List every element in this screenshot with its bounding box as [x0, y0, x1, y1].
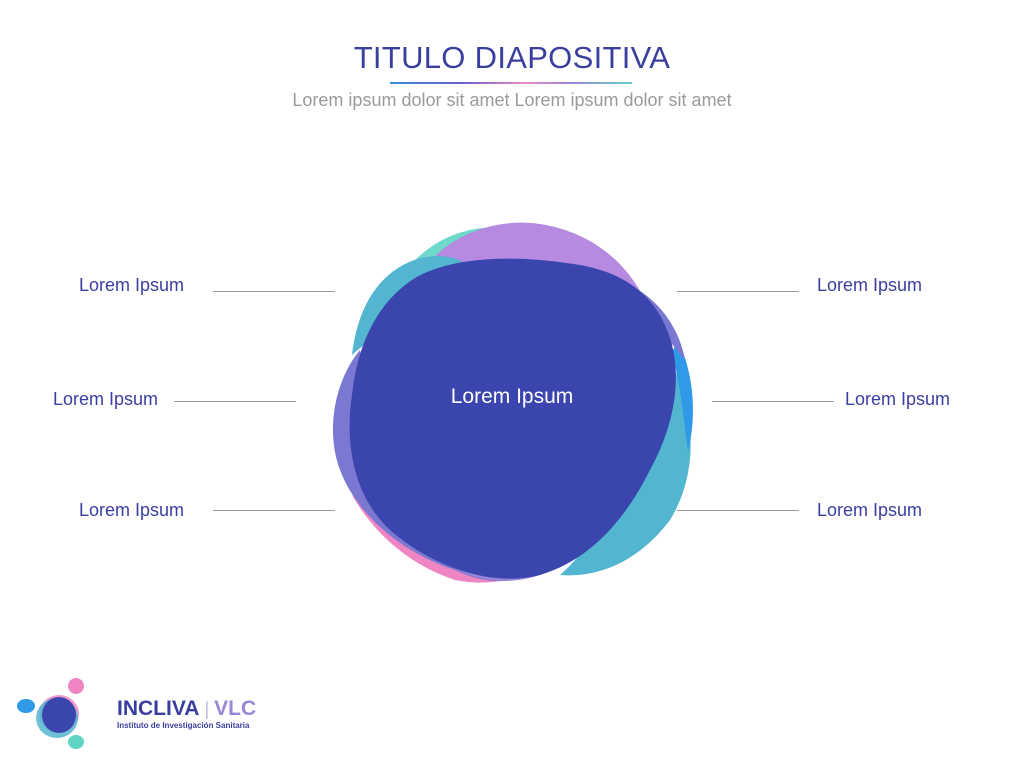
left-leader-1 — [213, 291, 335, 292]
center-label: Lorem Ipsum — [450, 385, 574, 408]
blob-teal — [352, 256, 691, 576]
logo-brand: INCLIVA — [117, 697, 200, 720]
left-label-3: Lorem Ipsum — [79, 500, 185, 520]
right-label-2: Lorem Ipsum — [845, 389, 951, 409]
left-leader-2 — [174, 401, 296, 402]
logo-separator: | — [204, 699, 210, 719]
logo-city: VLC — [214, 697, 257, 720]
right-leader-3 — [677, 510, 799, 511]
left-label-2: Lorem Ipsum — [53, 389, 159, 409]
right-leader-2 — [712, 401, 834, 402]
right-leader-1 — [677, 291, 799, 292]
logo-tagline: Instituto de Investigación Sanitaria — [117, 721, 250, 730]
left-label-1: Lorem Ipsum — [79, 275, 185, 295]
blob-main — [349, 258, 676, 579]
incliva-logo-icon — [17, 678, 84, 749]
right-label-3: Lorem Ipsum — [817, 500, 923, 520]
right-label-1: Lorem Ipsum — [817, 275, 923, 295]
title-underline — [390, 82, 632, 84]
slide-title: TITULO DIAPOSITIVA — [353, 40, 671, 75]
blob-blue — [672, 340, 693, 452]
logo-wordmark: INCLIVA|VLC — [117, 697, 256, 721]
slide-subtitle: Lorem ipsum dolor sit amet Lorem ipsum d… — [292, 90, 732, 110]
left-leader-3 — [213, 510, 335, 511]
